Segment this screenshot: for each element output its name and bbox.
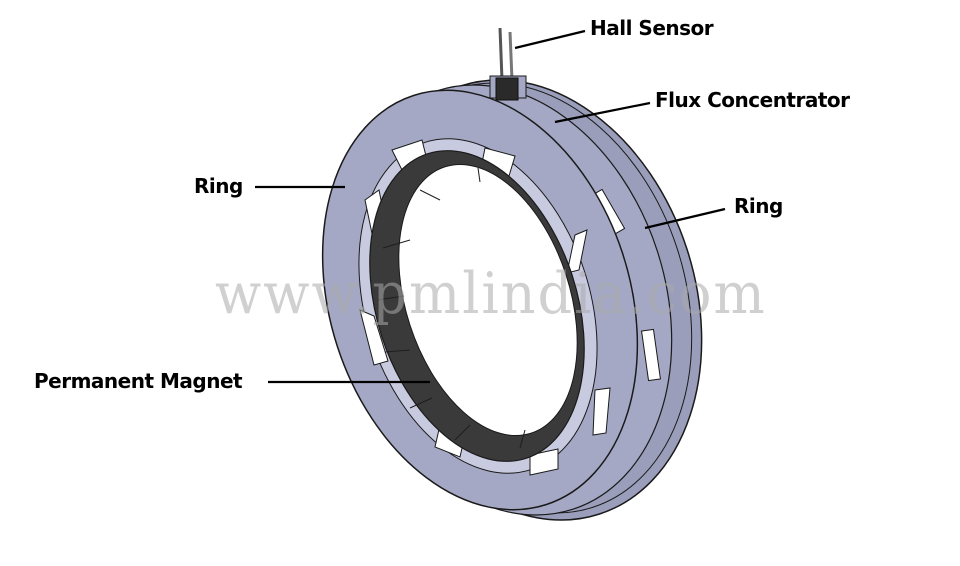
leader-hall-sensor bbox=[514, 29, 586, 50]
label-ring-left: Ring bbox=[194, 174, 243, 198]
watermark: www.pmlindia.com bbox=[215, 260, 767, 327]
leader-lines bbox=[255, 29, 726, 384]
label-flux-concentrator: Flux Concentrator bbox=[655, 88, 850, 112]
leader-ring-right bbox=[644, 207, 726, 230]
label-ring-right: Ring bbox=[734, 194, 783, 218]
label-permanent-magnet: Permanent Magnet bbox=[34, 369, 243, 393]
hall-sensor bbox=[489, 27, 527, 101]
leader-flux-concentrator bbox=[554, 101, 651, 124]
label-hall-sensor: Hall Sensor bbox=[590, 16, 714, 40]
permanent-magnet bbox=[369, 150, 585, 462]
